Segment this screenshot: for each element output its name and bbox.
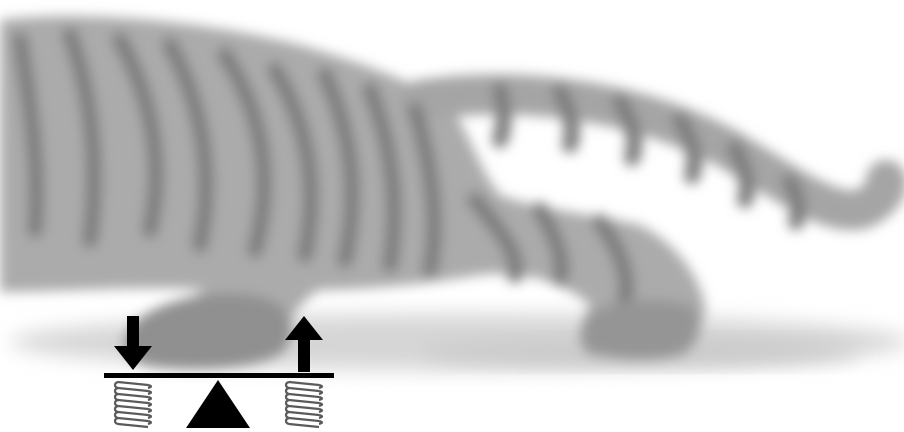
triangle-fulcrum-icon: [186, 380, 250, 428]
coil-spring-icon: [286, 382, 322, 427]
lever-beam: [104, 373, 334, 378]
coil-spring-icon: [115, 382, 151, 427]
tiger-front-paw: [124, 294, 291, 369]
